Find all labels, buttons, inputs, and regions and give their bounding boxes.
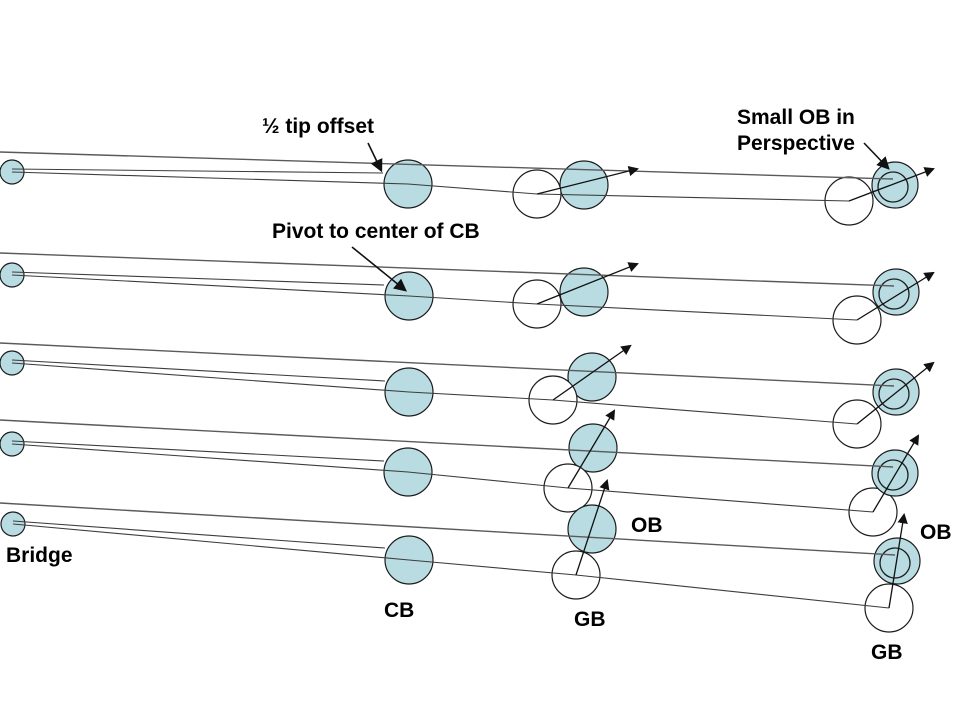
object-ball-perspective-inner-row2 <box>878 278 910 310</box>
pivot-pointer <box>351 246 407 292</box>
half-tip-offset-line-row2 <box>11 271 385 286</box>
object-ball-actual-row5 <box>567 504 617 554</box>
object-ball-perspective-outer-row2 <box>872 268 920 316</box>
object-ball-actual-row4 <box>568 423 618 473</box>
half-tip-offset-line-row4 <box>11 440 385 462</box>
cut-direction-arrow-perspective-row5 <box>888 512 908 609</box>
aim-line-row1 <box>0 151 894 180</box>
object-ball-perspective-outer-row1 <box>871 161 919 209</box>
pivoted-cue-line-row1 <box>11 171 850 202</box>
cut-direction-arrow-row3 <box>552 344 632 401</box>
aim-line-row5 <box>0 502 896 556</box>
half-tip-offset-line-row1 <box>11 168 384 174</box>
cut-direction-arrow-perspective-row1 <box>848 167 935 202</box>
label-half-tip-offset: ½ tip offset <box>262 115 375 138</box>
half-tip-offset-line-row3 <box>11 359 386 382</box>
label-ghost-ball-right: GB <box>871 641 903 664</box>
label-small-ob-perspective: Small OB in Perspective <box>737 106 855 155</box>
pivoted-cue-line-row4 <box>11 443 874 513</box>
cut-direction-arrow-row5 <box>575 479 610 576</box>
cut-direction-arrow-perspective-row2 <box>856 271 935 321</box>
pivoted-cue-line-row5 <box>12 523 890 609</box>
label-ghost-ball-mid: GB <box>574 608 606 631</box>
label-object-ball-right: OB <box>920 521 952 544</box>
half-tip-offset-pointer <box>367 142 383 173</box>
cut-direction-arrow-perspective-row3 <box>856 361 935 425</box>
pivoted-cue-line-row2 <box>11 274 858 321</box>
aim-line-row3 <box>0 342 895 387</box>
label-cue-ball: CB <box>384 599 415 622</box>
object-ball-perspective-inner-row1 <box>877 171 909 203</box>
object-ball-actual-row1 <box>559 160 609 210</box>
label-pivot-to-center-cb: Pivot to center of CB <box>272 220 480 243</box>
aim-line-row2 <box>0 252 895 287</box>
cut-direction-arrow-row2 <box>536 262 639 305</box>
half-tip-offset-line-row5 <box>12 520 386 549</box>
cut-direction-arrow-perspective-row4 <box>872 434 920 513</box>
cut-direction-arrow-row1 <box>536 165 640 195</box>
object-ball-perspective-inner-row4 <box>877 459 909 491</box>
pivoted-cue-line-row3 <box>11 362 858 425</box>
object-ball-perspective-inner-row5 <box>879 547 911 579</box>
object-ball-perspective-outer-row4 <box>871 449 919 497</box>
label-object-ball-mid: OB <box>631 514 663 537</box>
small-ob-pointer <box>863 142 890 170</box>
aim-line-row4 <box>0 419 894 468</box>
label-bridge: Bridge <box>6 544 73 567</box>
cut-direction-arrow-row4 <box>567 409 616 489</box>
object-ball-perspective-inner-row3 <box>878 378 910 410</box>
